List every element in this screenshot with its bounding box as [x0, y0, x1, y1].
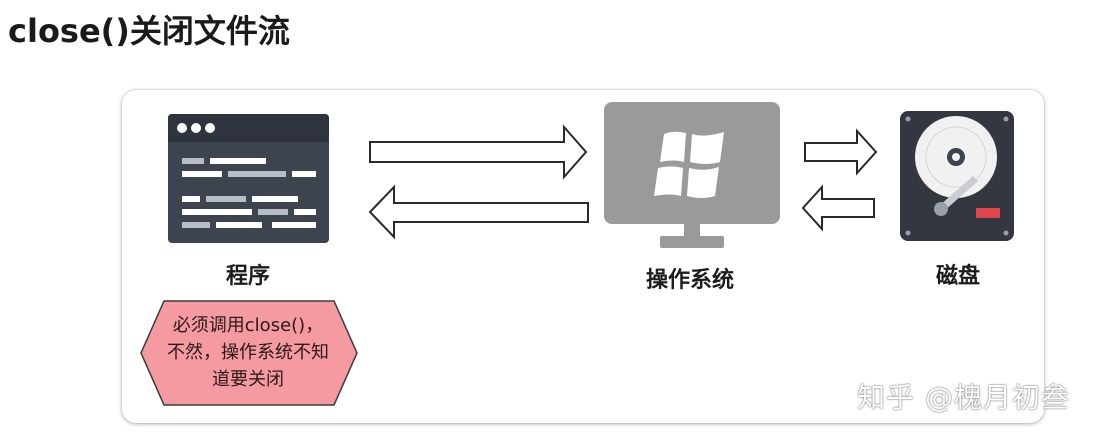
- disk-label: 磁盘: [935, 264, 980, 289]
- window-dot: [205, 123, 215, 133]
- arrow-left-disk-to-os: [801, 184, 875, 232]
- code-line: [252, 196, 298, 202]
- disk-screw: [905, 230, 911, 236]
- monitor-base: [660, 236, 724, 248]
- windows-logo-icon: [654, 131, 724, 198]
- arrow-left-os-to-program: [368, 184, 589, 240]
- note-line: 必须调用close()，: [172, 315, 324, 336]
- monitor-windows-icon: [604, 102, 780, 248]
- disk-screw: [1003, 116, 1009, 122]
- code-line: [210, 158, 266, 164]
- page-title: close()关闭文件流: [8, 12, 290, 50]
- arrow-right-program-to-os: [369, 124, 588, 180]
- code-line: [182, 209, 252, 215]
- window-dot: [191, 123, 201, 133]
- window-dot: [177, 123, 187, 133]
- note-line: 道要关闭: [212, 369, 284, 390]
- code-line: [228, 171, 286, 177]
- watermark: 知乎 @槐月初叁: [857, 381, 1070, 414]
- code-line: [182, 222, 210, 228]
- code-line: [272, 222, 316, 228]
- note-hexagon: [140, 300, 358, 406]
- code-line: [182, 158, 204, 164]
- disk-screw: [905, 116, 911, 122]
- hard-disk-icon: [900, 111, 1014, 241]
- monitor-screen: [604, 102, 780, 224]
- code-line: [216, 222, 262, 228]
- disk-led: [976, 208, 1000, 218]
- code-line: [258, 209, 288, 215]
- code-line: [182, 171, 222, 177]
- os-label: 操作系统: [645, 268, 734, 293]
- note-text: 必须调用close()， 不然，操作系统不知 道要关闭: [142, 312, 354, 393]
- code-line: [182, 196, 200, 202]
- arrow-right-os-to-disk: [804, 128, 878, 176]
- code-line: [294, 209, 316, 215]
- disk-screw: [1003, 230, 1009, 236]
- note-line: 不然，操作系统不知: [167, 342, 329, 363]
- program-window-icon: [168, 114, 329, 243]
- monitor-stand: [684, 224, 700, 238]
- program-label: 程序: [225, 264, 270, 289]
- code-line: [206, 196, 246, 202]
- code-line: [292, 171, 316, 177]
- disk-arm: [939, 176, 978, 211]
